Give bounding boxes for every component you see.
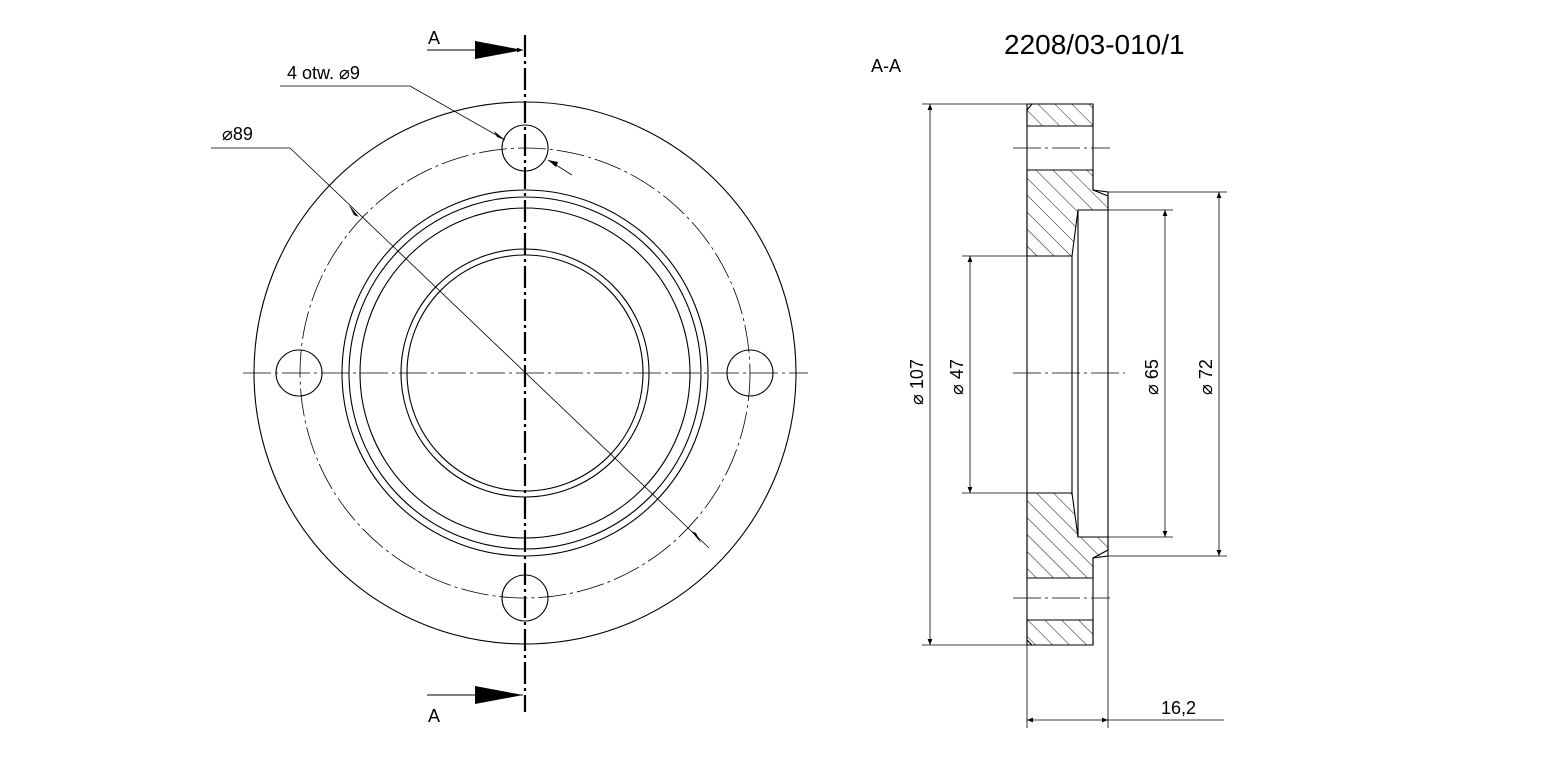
- bolt-circle-arrow-b: [691, 531, 701, 543]
- dim-107-label: ⌀ 107: [907, 359, 927, 405]
- section-view: 2208/03-010/1 A-A ⌀ 107 ⌀ 47: [871, 29, 1227, 728]
- cut-mark-top: A: [428, 28, 440, 48]
- hatch-upper-body: [1026, 169, 1109, 257]
- section-outline: [1026, 103, 1109, 646]
- section-arrow-top-head: [475, 41, 523, 59]
- holes-leader: [280, 85, 506, 141]
- hatch-lower-body: [1026, 492, 1109, 579]
- dim-72-label: ⌀ 72: [1196, 359, 1216, 395]
- dim-47-label: ⌀ 47: [947, 359, 967, 395]
- section-label: A-A: [871, 56, 901, 76]
- drawing-number: 2208/03-010/1: [1004, 29, 1185, 60]
- cut-mark-bottom: A: [428, 706, 440, 726]
- holes-leader-arrow: [494, 131, 505, 140]
- bolt-circle-label: ⌀89: [222, 124, 253, 144]
- hatch-bottom-flange: [1026, 619, 1094, 646]
- holes-dim-arrow: [548, 160, 558, 167]
- hatch-top-flange: [1026, 103, 1094, 127]
- bolt-circle-arrow-a: [349, 205, 359, 217]
- dim-thickness-label: 16,2: [1161, 698, 1196, 718]
- holes-callout-label: 4 otw. ⌀9: [287, 63, 360, 83]
- section-arrow-bottom-head: [475, 686, 523, 704]
- dim-65-label: ⌀ 65: [1142, 359, 1162, 395]
- bolt-circle-leader: [211, 147, 710, 549]
- front-view: A A 4 otw. ⌀9 ⌀89: [211, 28, 808, 726]
